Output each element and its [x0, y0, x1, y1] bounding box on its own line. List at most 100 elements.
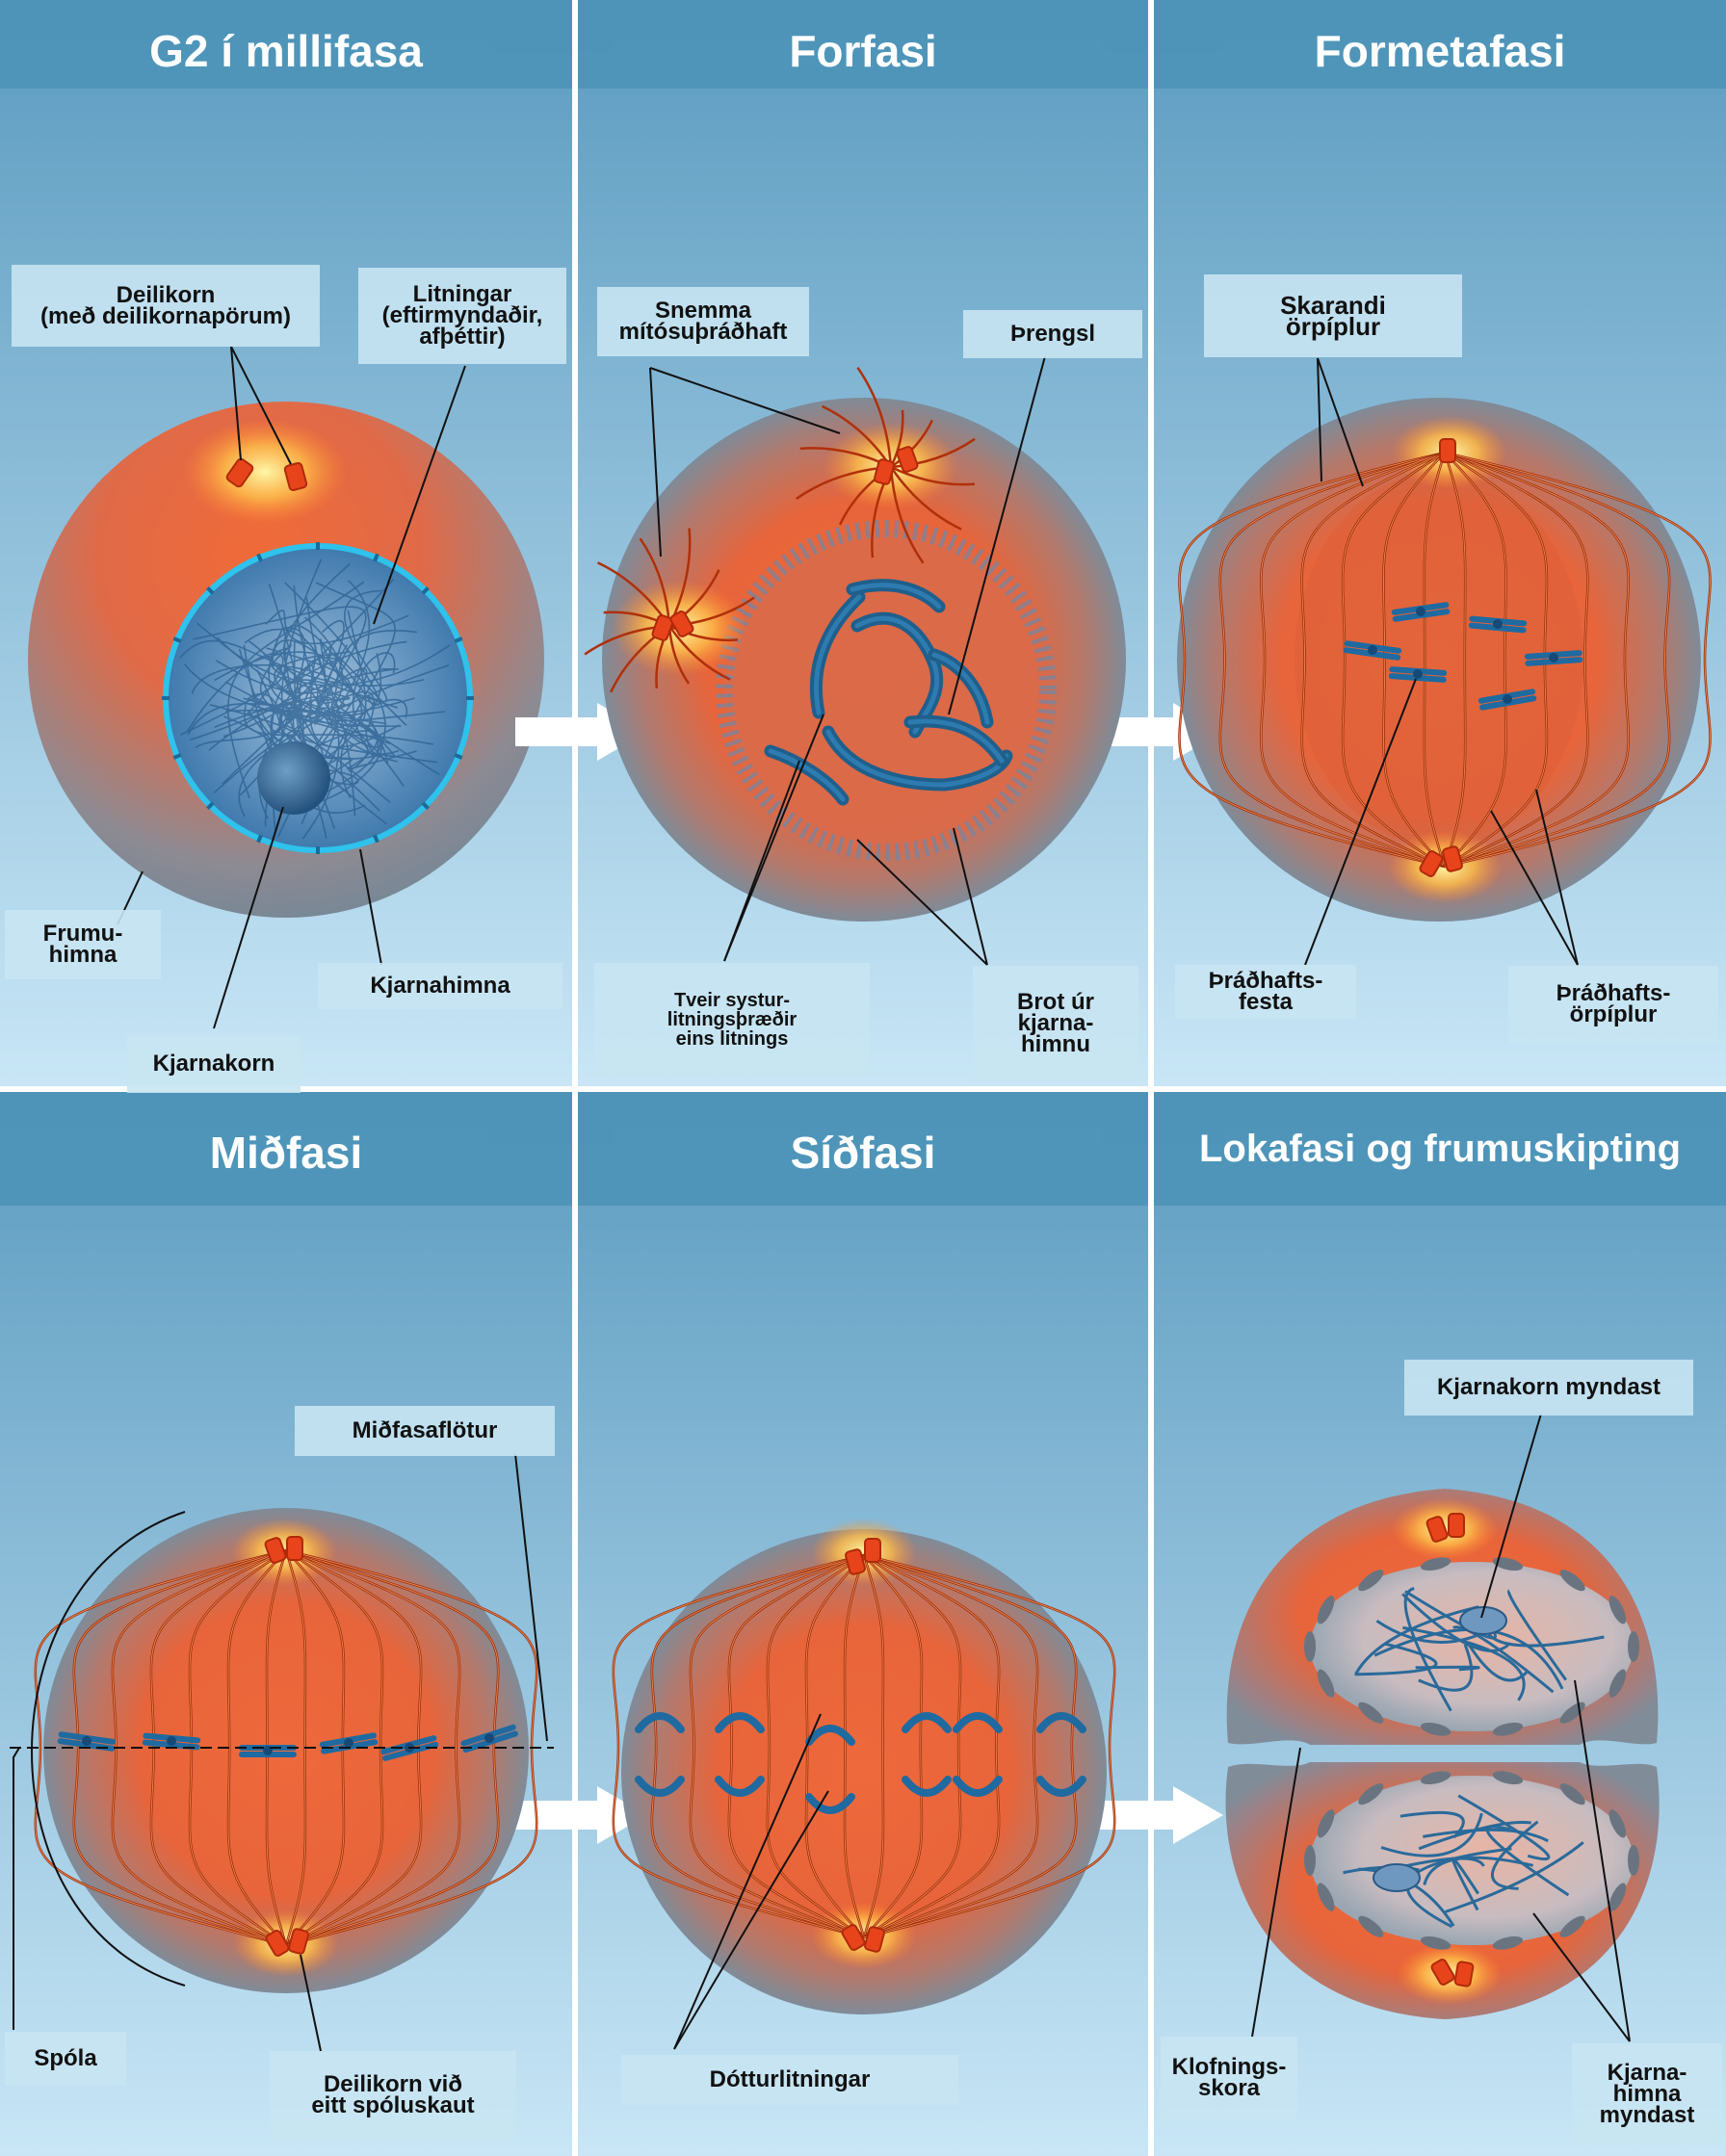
centromere: [1493, 619, 1503, 629]
microtubule-highlight: [863, 1554, 961, 1938]
microtubule-highlight: [1444, 452, 1712, 868]
microtubule-highlight: [1424, 452, 1446, 868]
centromere: [167, 1736, 176, 1746]
chromatin-fiber: [347, 722, 417, 770]
microtubule-highlight: [863, 1554, 1115, 1938]
chromosome: [1388, 666, 1448, 683]
label-line: Brot úr: [1017, 989, 1094, 1015]
daughter-chromosome: [902, 1712, 952, 1733]
chromatin-fiber: [1380, 1812, 1483, 1857]
centromere: [1413, 669, 1423, 679]
envelope-fragment: [1492, 1771, 1524, 1785]
centromere: [1503, 694, 1512, 704]
nuclear-pore: [421, 586, 430, 595]
daughter-chromosome: [1036, 1776, 1086, 1797]
panel-title-midfasi: Miðfasi: [209, 1128, 363, 1178]
chromatin-fiber: [316, 685, 398, 817]
label-line: örpíplur: [1569, 1001, 1658, 1027]
lokafasi-leaders: [1251, 1413, 1631, 2042]
chromatin-fiber: [304, 616, 446, 722]
envelope-fragment: [1559, 1783, 1585, 1805]
microtubule-highlight: [1444, 452, 1466, 868]
chromatin-fiber: [283, 664, 450, 725]
label-line: Deilikorn: [116, 281, 216, 308]
chromatin-fiber: [266, 647, 351, 729]
envelope-fragment: [1304, 1631, 1316, 1662]
daughter-chromosome: [805, 1793, 855, 1814]
centriole-pair-icon: [264, 1536, 309, 1957]
nuclear-pore: [256, 834, 263, 844]
label-line: Snemma: [654, 298, 752, 324]
chromatin-fiber: [284, 582, 386, 799]
envelope-fragment: [1608, 1596, 1627, 1624]
microtubule-highlight: [863, 1554, 1038, 1938]
chromosome: [460, 1724, 518, 1753]
label-line: eins litnings: [675, 1028, 789, 1050]
label-deilikorn: Deilikorn(með deilikornapörum): [12, 265, 320, 347]
microtubule-highlight: [1382, 452, 1446, 868]
label-kjarnakorn-myndast: Kjarnakorn myndast: [1404, 1360, 1693, 1416]
chromatin-fiber: [1418, 1821, 1531, 1851]
chromatin-fiber: [340, 698, 408, 799]
chromosome: [380, 1735, 439, 1761]
header-bars: [0, 0, 1726, 1206]
chromatin-fiber: [225, 709, 319, 818]
label-spola: Spóla: [5, 2032, 126, 2086]
label-line: Kjarna-: [1607, 2060, 1687, 2086]
label-line: Miðfasaflötur: [352, 1417, 498, 1443]
label-line: Þráðhafts-: [1208, 968, 1323, 994]
chromosome: [1343, 640, 1402, 661]
envelope-fragment: [1492, 1557, 1524, 1572]
envelope-fragment: [1420, 1935, 1451, 1950]
chromatin-fiber: [1418, 1644, 1474, 1692]
envelope-fragment: [1628, 1631, 1639, 1662]
envelope-fragment: [1358, 1570, 1384, 1592]
chromatin-fiber: [1507, 1589, 1568, 1681]
microtubule-highlight: [613, 1554, 865, 1938]
envelope-fragment: [1420, 1557, 1451, 1572]
midfasi-leaders: [13, 1453, 548, 2052]
midfasi-cell: [10, 1453, 554, 2052]
microtubule-highlight: [1260, 452, 1446, 868]
chromatin-fiber: [193, 606, 367, 706]
nuclear-pore: [454, 753, 463, 760]
centriole-pair-icon: [225, 457, 308, 491]
microtubule: [889, 466, 962, 531]
microtubule-highlight: [728, 1554, 865, 1938]
label-line: (með deilikornapörum): [39, 302, 292, 329]
chromatin-fiber: [265, 610, 409, 645]
microtubule-highlight: [227, 1549, 287, 1946]
daughter-chromosome: [1036, 1712, 1086, 1733]
forming-envelope: [1304, 1557, 1639, 1950]
envelope-fragment: [1492, 1722, 1524, 1736]
spindle-microtubules: [612, 1553, 1116, 1939]
label-line: himnu: [1021, 1031, 1090, 1057]
panel-title-lokafasi: Lokafasi og frumuskipting: [1198, 1127, 1682, 1170]
microtubule: [667, 625, 731, 681]
label-line: Tveir systur-: [673, 990, 791, 1011]
chromatin-fiber: [314, 619, 345, 714]
label-line: Spóla: [34, 2045, 97, 2071]
chromatin-fiber: [256, 669, 284, 741]
chromosome: [1478, 688, 1537, 711]
daughter-chromosome: [715, 1712, 765, 1733]
spindle-microtubules: [1178, 451, 1712, 869]
label-line: himna: [1612, 2081, 1682, 2107]
label-line: Kjarnahimna: [370, 973, 510, 999]
nuclear-pore: [373, 834, 379, 844]
nuclear-pore: [421, 801, 430, 810]
chromatin-fiber: [1401, 1593, 1511, 1652]
microtubule-highlight: [1444, 452, 1670, 868]
daughter-chromosome: [902, 1776, 952, 1797]
g2-cell: [28, 346, 544, 1029]
microtubule: [822, 404, 893, 468]
chromatin-fiber: [344, 589, 388, 703]
forfasi-cell: [584, 355, 1126, 966]
envelope-fragment: [1559, 1915, 1585, 1937]
centromere: [1549, 653, 1558, 662]
microtubule-highlight: [863, 1554, 884, 1938]
